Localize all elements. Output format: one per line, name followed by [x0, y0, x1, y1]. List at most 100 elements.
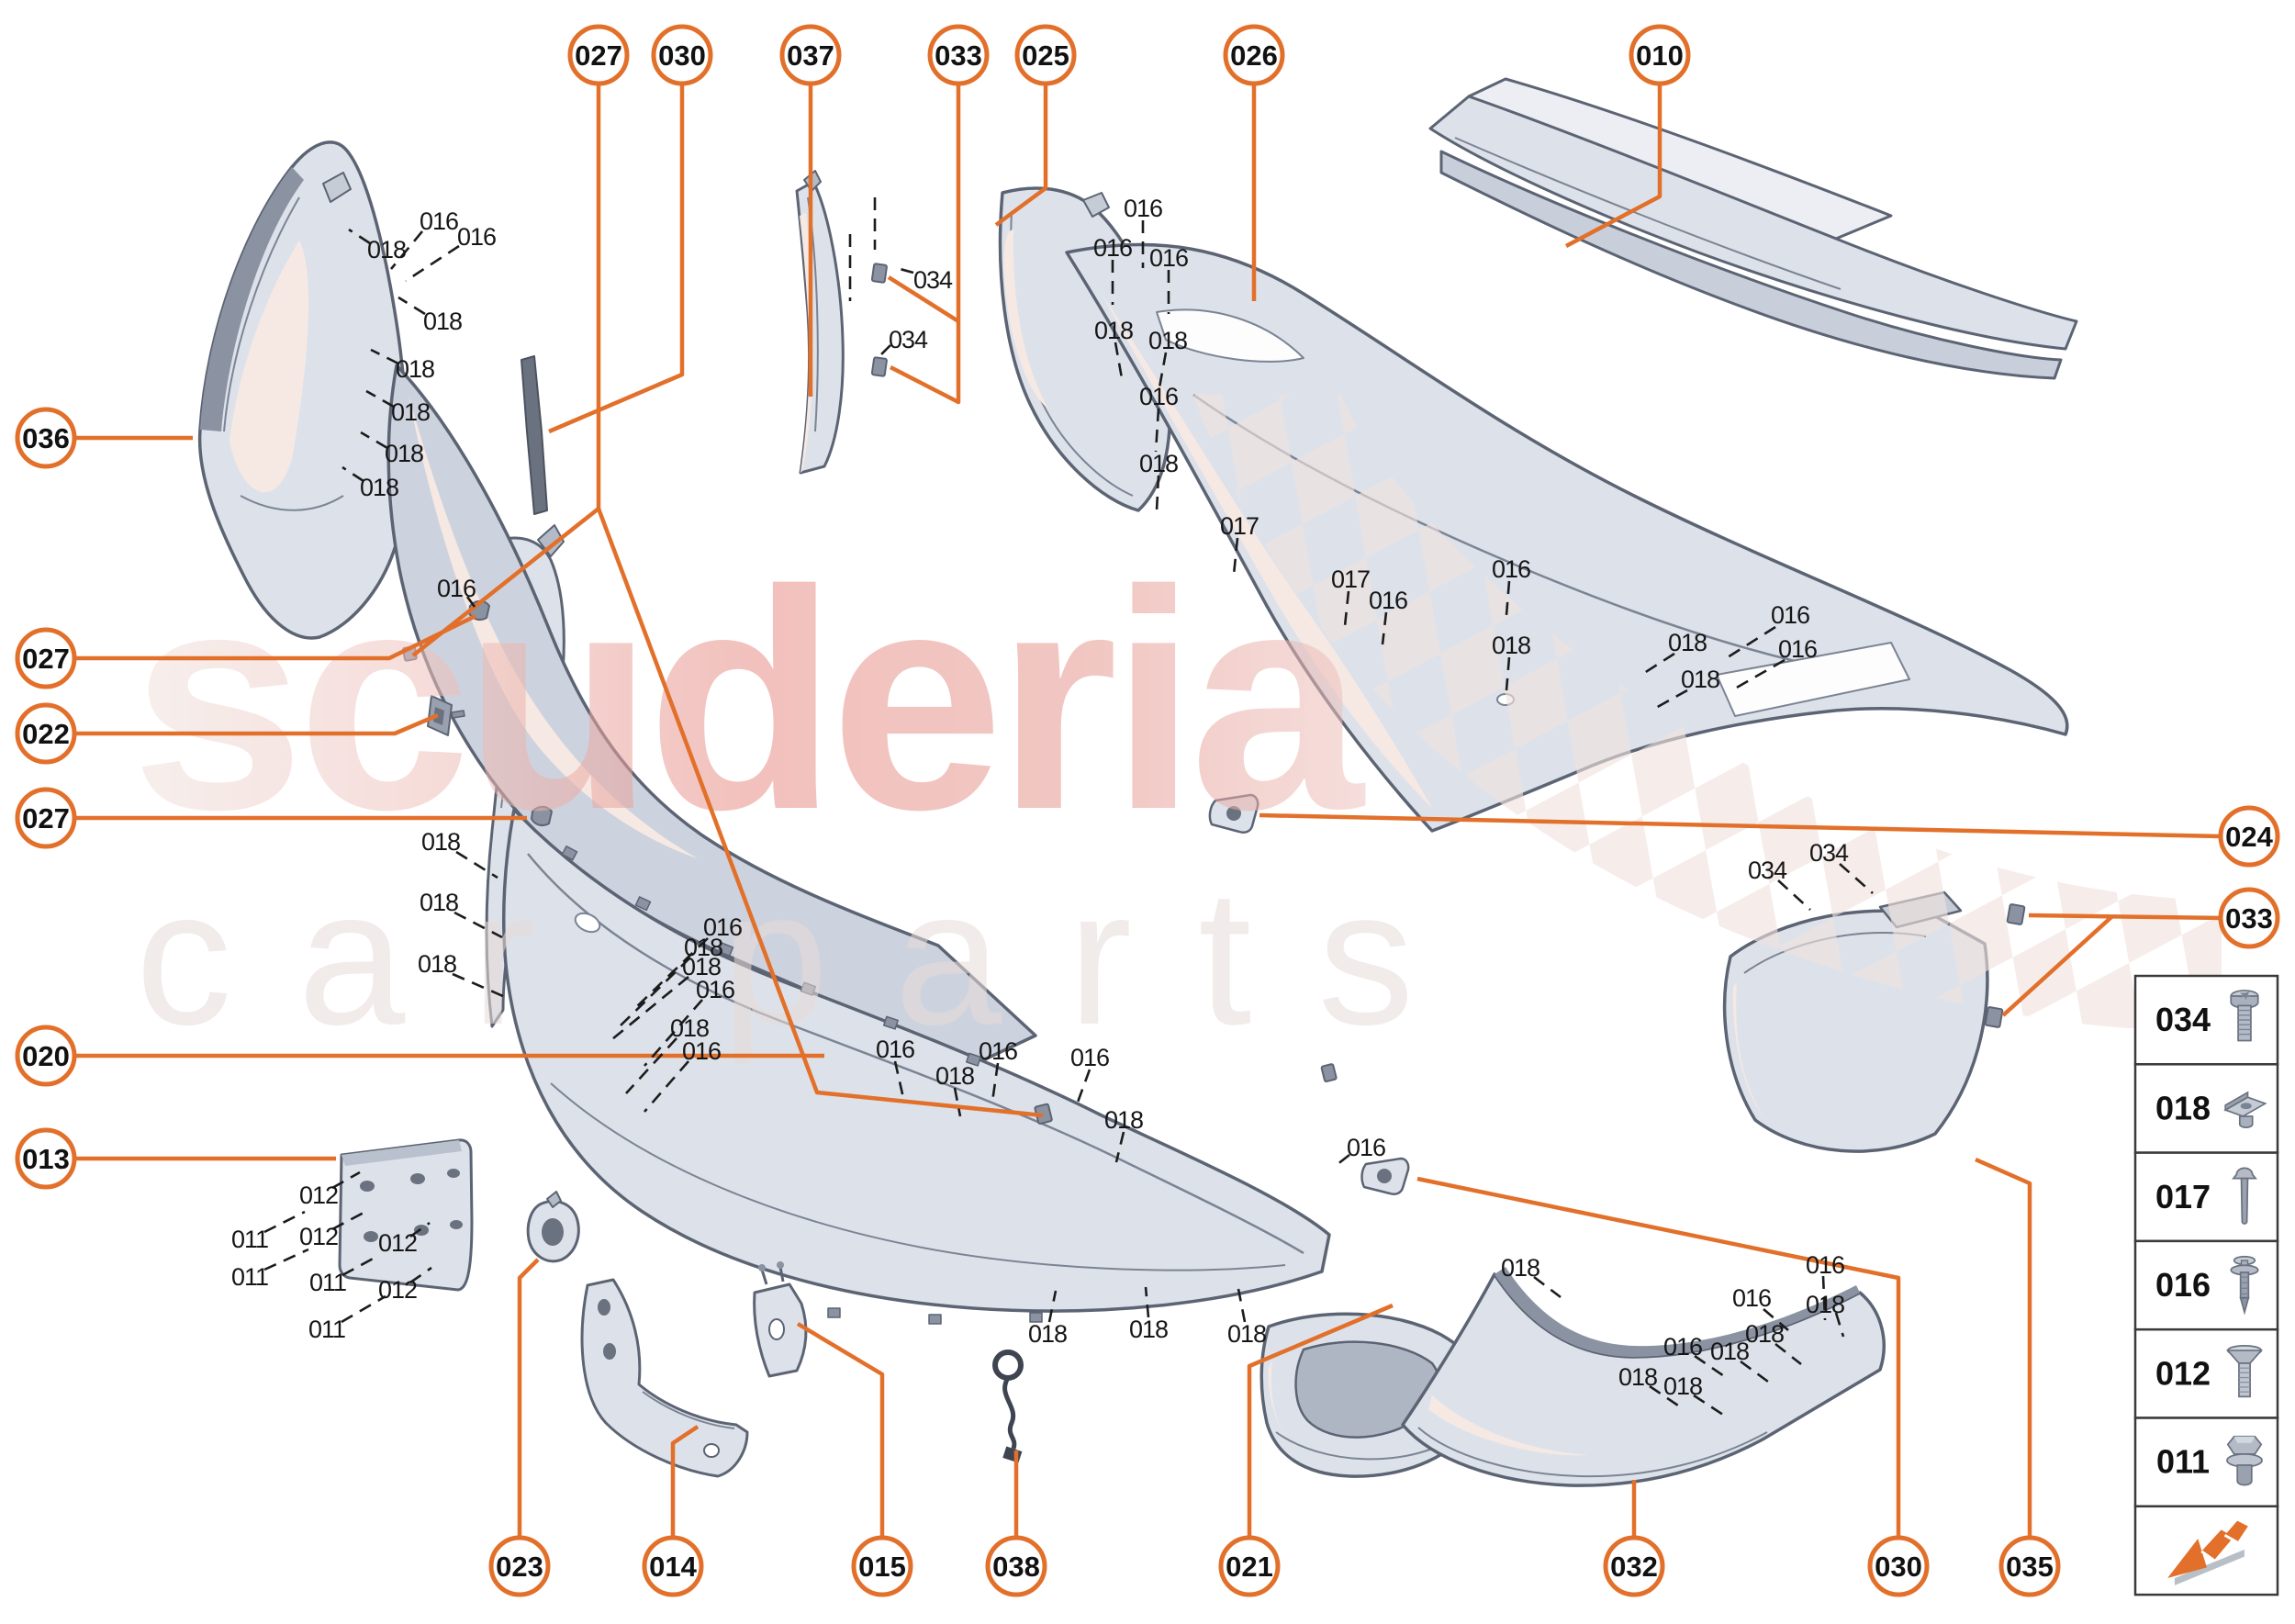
- callout-circle-026[interactable]: [1223, 24, 1285, 86]
- part-number-label-018: 018: [1227, 1320, 1266, 1348]
- callout-027[interactable]: 027: [15, 627, 77, 689]
- part-036-cover: [197, 140, 409, 640]
- dashed-leader: [1114, 342, 1124, 379]
- dashed-leader: [1694, 1354, 1725, 1378]
- callout-number: 033: [935, 39, 982, 72]
- dashed-leader: [1505, 656, 1511, 691]
- legend-number: 018: [2155, 1089, 2211, 1126]
- leader-015: [796, 1322, 885, 1538]
- dashed-leader: [405, 244, 460, 283]
- callout-circle-027[interactable]: [15, 787, 77, 849]
- callout-circle-021[interactable]: [1218, 1535, 1281, 1597]
- callout-circle-035[interactable]: [1998, 1535, 2061, 1597]
- callout-circle-030[interactable]: [651, 24, 713, 86]
- part-number-label-017: 017: [1220, 512, 1259, 540]
- callout-number: 010: [1636, 39, 1684, 72]
- callout-circle-024[interactable]: [2218, 805, 2280, 868]
- legend-row-cell[interactable]: [2133, 1327, 2279, 1419]
- callout-036[interactable]: 036: [15, 407, 77, 469]
- dashed-leader: [1834, 1312, 1845, 1338]
- callout-circle-037[interactable]: [779, 24, 842, 86]
- callout-circle-013[interactable]: [15, 1127, 77, 1190]
- callout-021[interactable]: 021: [1218, 1535, 1281, 1597]
- callout-015[interactable]: 015: [851, 1535, 913, 1597]
- legend-row-017[interactable]: 017: [2133, 1151, 2279, 1243]
- callout-014[interactable]: 014: [642, 1535, 704, 1597]
- part-number-label-018: 018: [420, 889, 458, 916]
- dashed-leader: [1158, 352, 1168, 388]
- leader-010: [1564, 84, 1662, 248]
- callout-030[interactable]: 030: [651, 24, 713, 86]
- callout-024[interactable]: 024: [2218, 805, 2280, 868]
- callout-013[interactable]: 013: [15, 1127, 77, 1190]
- callout-circle-030[interactable]: [1867, 1535, 1930, 1597]
- dashed-leader: [1237, 1288, 1247, 1323]
- legend-row-018[interactable]: 018: [2133, 1063, 2279, 1154]
- callout-025[interactable]: 025: [1014, 24, 1077, 86]
- callout-032[interactable]: 032: [1603, 1535, 1665, 1597]
- callout-027[interactable]: 027: [15, 787, 77, 849]
- callout-number: 015: [858, 1551, 906, 1583]
- callout-circle-010[interactable]: [1629, 24, 1691, 86]
- callout-number: 026: [1230, 39, 1278, 72]
- dashed-leader: [1727, 625, 1776, 659]
- callout-circle-022[interactable]: [15, 702, 77, 765]
- callout-010[interactable]: 010: [1629, 24, 1691, 86]
- callout-033[interactable]: 033: [2218, 887, 2280, 949]
- callout-circle-023[interactable]: [488, 1535, 551, 1597]
- callout-number: 024: [2225, 821, 2273, 853]
- part-number-label-018: 018: [391, 398, 430, 426]
- legend-row-034[interactable]: 034: [2133, 974, 2279, 1066]
- dashed-leader: [409, 1221, 431, 1238]
- callout-circle-027[interactable]: [567, 24, 630, 86]
- dashed-leader: [875, 344, 891, 361]
- callout-035[interactable]: 035: [1998, 1535, 2061, 1597]
- part-number-label-018: 018: [670, 1014, 709, 1042]
- callout-circle-020[interactable]: [15, 1025, 77, 1087]
- dashed-leaders: [263, 197, 1874, 1417]
- callout-circle-015[interactable]: [851, 1535, 913, 1597]
- callout-023[interactable]: 023: [488, 1535, 551, 1597]
- callout-033[interactable]: 033: [927, 24, 990, 86]
- callout-circle-038[interactable]: [985, 1535, 1047, 1597]
- legend-row-cell[interactable]: [2133, 1151, 2279, 1243]
- callout-037[interactable]: 037: [779, 24, 842, 86]
- leader-035: [1975, 1157, 2032, 1538]
- dashed-leader: [607, 975, 689, 1045]
- callout-circle-036[interactable]: [15, 407, 77, 469]
- callout-number: 027: [22, 643, 70, 675]
- callout-circle-027[interactable]: [15, 627, 77, 689]
- part-number-label-016: 016: [696, 976, 734, 1003]
- dashed-leader: [618, 957, 691, 1028]
- part-number-label-018: 018: [1028, 1320, 1067, 1348]
- callout-020[interactable]: 020: [15, 1025, 77, 1087]
- callout-038[interactable]: 038: [985, 1535, 1047, 1597]
- part-number-label-018: 018: [418, 950, 456, 978]
- callout-027[interactable]: 027: [567, 24, 630, 86]
- callout-number: 013: [22, 1143, 70, 1175]
- dashed-leader: [1740, 1360, 1769, 1383]
- callout-022[interactable]: 022: [15, 702, 77, 765]
- callout-circle-033[interactable]: [927, 24, 990, 86]
- callout-circle-025[interactable]: [1014, 24, 1077, 86]
- callout-circle-033[interactable]: [2218, 887, 2280, 949]
- callout-030[interactable]: 030: [1867, 1535, 1930, 1597]
- callout-026[interactable]: 026: [1223, 24, 1285, 86]
- dashed-leader: [1649, 1384, 1679, 1407]
- dashed-leader: [348, 228, 371, 245]
- legend-row-016[interactable]: 016: [2133, 1239, 2279, 1331]
- legend-row-012[interactable]: 012: [2133, 1327, 2279, 1419]
- leader-022: [74, 712, 439, 736]
- part-drawings: [197, 77, 2078, 1487]
- dashed-leader: [331, 1211, 364, 1231]
- part-number-label-016: 016: [876, 1036, 914, 1063]
- legend-row-011[interactable]: 011: [2133, 1417, 2279, 1508]
- part-number-label-018: 018: [682, 953, 721, 980]
- callout-circle-014[interactable]: [642, 1535, 704, 1597]
- callout-circle-032[interactable]: [1603, 1535, 1665, 1597]
- legend-row-cell[interactable]: [2133, 974, 2279, 1066]
- legend-logo-row: [2133, 1505, 2279, 1596]
- callout-number: 030: [658, 39, 706, 72]
- legend-row-cell[interactable]: [2133, 1063, 2279, 1154]
